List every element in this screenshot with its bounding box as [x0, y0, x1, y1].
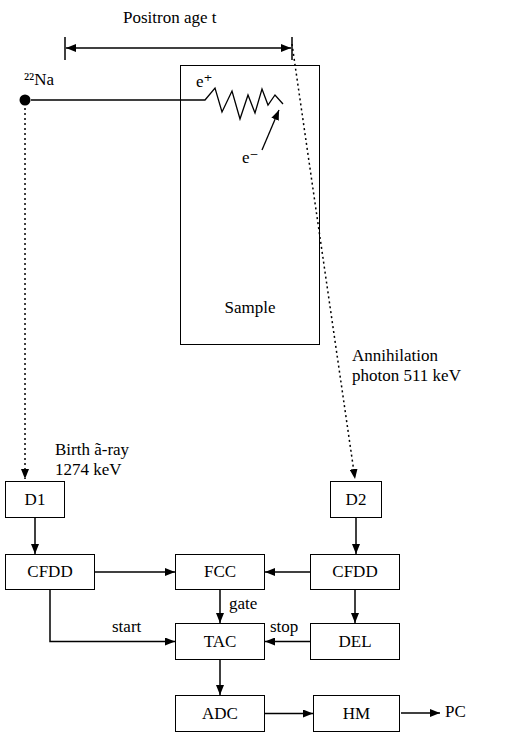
box-label: DEL [338, 632, 371, 652]
box-label: TAC [204, 632, 237, 652]
detector-box: D2 [330, 481, 382, 518]
signal-connector [265, 641, 310, 643]
electron-arrow [262, 110, 279, 150]
delay-box: DEL [310, 623, 400, 660]
analyzer-box: HM [313, 695, 400, 732]
box-label: Sample [225, 298, 276, 318]
box-label: D1 [25, 490, 46, 510]
discriminator-box: CFDD [5, 554, 95, 590]
converter-box: ADC [175, 695, 265, 732]
signal-connector [219, 660, 221, 695]
box-label: ADC [202, 704, 238, 724]
signal-connector [354, 590, 356, 623]
particle-label: e⁺ [196, 72, 213, 92]
signal-connector [219, 590, 221, 623]
detector-box: D1 [5, 481, 65, 518]
box-label: CFDD [27, 562, 72, 582]
source-label: ²²Na [24, 70, 54, 90]
signal-connector [34, 518, 36, 554]
signal-connector [355, 518, 357, 554]
converter-box: TAC [175, 623, 265, 660]
discriminator-box: CFDD [310, 554, 400, 590]
signal-label: gate [227, 594, 259, 614]
photon-label: Annihilation photon 511 keV [352, 346, 487, 387]
output-arrow [401, 712, 440, 714]
output-label: PC [445, 702, 466, 722]
signal-connector [50, 590, 175, 642]
photon-label: Birth ã-ray 1274 keV [55, 440, 165, 481]
signal-label: start [110, 617, 143, 637]
signal-connector [265, 713, 313, 715]
positron-track [31, 88, 283, 119]
age-tick [64, 37, 66, 60]
particle-label: e⁻ [242, 148, 259, 168]
box-label: HM [343, 704, 370, 724]
signal-label: stop [268, 617, 300, 637]
dimension-label: Positron age t [123, 8, 217, 28]
signal-connector [95, 571, 175, 573]
signal-connector [265, 571, 310, 573]
sample-box: Sample [180, 65, 320, 345]
age-arrow [66, 47, 291, 49]
age-tick [291, 37, 293, 60]
birth-gamma-path [24, 108, 26, 479]
coincidence-box: FCC [175, 554, 265, 590]
box-label: D2 [346, 490, 367, 510]
annihilation-photon-path [292, 44, 355, 479]
source-dot [20, 95, 31, 106]
box-label: CFDD [332, 562, 377, 582]
box-label: FCC [204, 562, 236, 582]
